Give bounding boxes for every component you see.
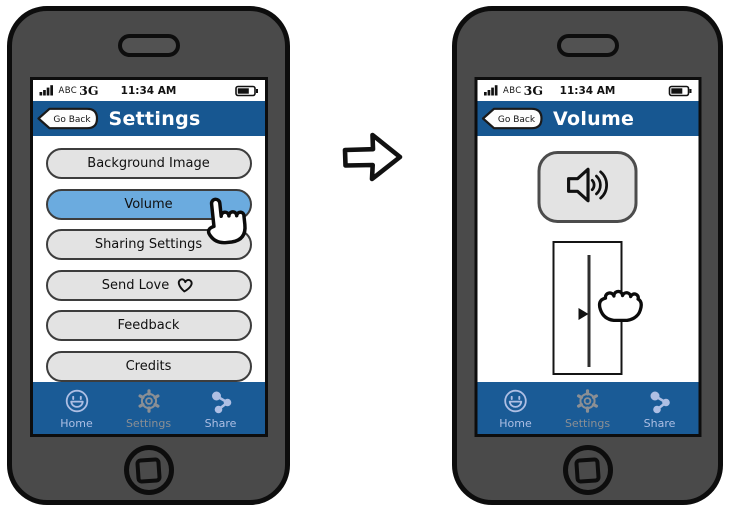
menu-button-label: Feedback [117,318,180,333]
home-button-square [574,456,601,484]
volume-screen: ABC 3G 11:34 AM Go Back [474,77,701,437]
nav-label: Share [204,417,237,430]
settings-menu: Background Image Volume Sharing Settings… [32,136,265,382]
right-arrow-icon [338,124,410,196]
signal-bars-icon [483,81,499,100]
signal-bars-icon [39,81,55,100]
home-button-square [135,456,162,484]
heart-icon [174,275,196,295]
menu-button-label: Sharing Settings [94,237,203,252]
nav-label: Settings [564,417,611,430]
status-bar: ABC 3G 11:34 AM [32,80,265,101]
menu-button-label: Background Image [87,156,210,171]
nav-label: Settings [125,417,172,430]
carrier-label: ABC [58,85,78,96]
volume-slider[interactable] [552,241,643,375]
status-bar: ABC 3G 11:34 AM [477,80,698,101]
pointer-hand-icon [197,192,251,252]
go-back-button[interactable]: Go Back [480,106,544,131]
nav-label: Home [499,417,532,430]
nav-item-settings[interactable]: Settings [560,388,616,430]
phone-frame-right: ABC 3G 11:34 AM Go Back [452,6,723,505]
app-header: Go Back Settings [32,101,265,136]
gear-icon [575,388,601,417]
battery-icon [234,85,259,97]
network-label: 3G [79,83,99,98]
go-back-label: Go Back [53,115,91,125]
volume-content [477,136,698,382]
settings-screen: ABC 3G 11:34 AM Go Back [29,77,268,437]
menu-button-feedback[interactable]: Feedback [45,310,252,341]
carrier-label: ABC [503,85,522,96]
gear-icon [136,388,162,417]
menu-button-credits[interactable]: Credits [45,350,252,382]
menu-button-send-love[interactable]: Send Love [45,269,252,301]
earpiece [117,34,180,57]
app-header: Go Back Volume [477,101,698,136]
menu-button-label: Credits [125,358,172,374]
nav-item-home[interactable]: Home [49,388,105,430]
smiley-face-icon [503,388,529,417]
hardware-home-button [123,445,174,495]
bottom-nav: Home [32,382,265,434]
page-title: Settings [108,107,201,130]
slider-track[interactable] [587,255,591,367]
menu-button-background-image[interactable]: Background Image [45,148,252,179]
go-back-button[interactable]: Go Back [36,106,100,131]
bottom-nav: Home [477,382,698,434]
grab-hand-icon [592,285,648,333]
page-title: Volume [553,107,635,130]
clock-label: 11:34 AM [559,84,616,97]
menu-button-label: Send Love [101,277,170,293]
go-back-label: Go Back [497,115,535,125]
nav-label: Home [60,417,93,430]
nav-item-share[interactable]: Share [193,390,249,430]
slider-thumb[interactable] [578,308,589,320]
share-icon [648,390,672,417]
menu-button-label: Volume [124,196,173,212]
speaker-button[interactable] [537,151,638,223]
speaker-icon [563,164,613,210]
earpiece [556,34,619,57]
phone-frame-left: ABC 3G 11:34 AM Go Back [7,6,290,505]
hardware-home-button [562,445,613,495]
smiley-face-icon [64,388,90,417]
nav-label: Share [643,417,676,430]
network-label: 3G [523,83,544,98]
nav-item-share[interactable]: Share [632,390,688,430]
nav-item-home[interactable]: Home [488,388,544,430]
menu-button-sharing-settings[interactable]: Sharing Settings [45,229,252,260]
nav-item-settings[interactable]: Settings [121,388,177,430]
battery-icon [668,85,692,97]
share-icon [209,390,233,417]
clock-label: 11:34 AM [120,84,177,97]
